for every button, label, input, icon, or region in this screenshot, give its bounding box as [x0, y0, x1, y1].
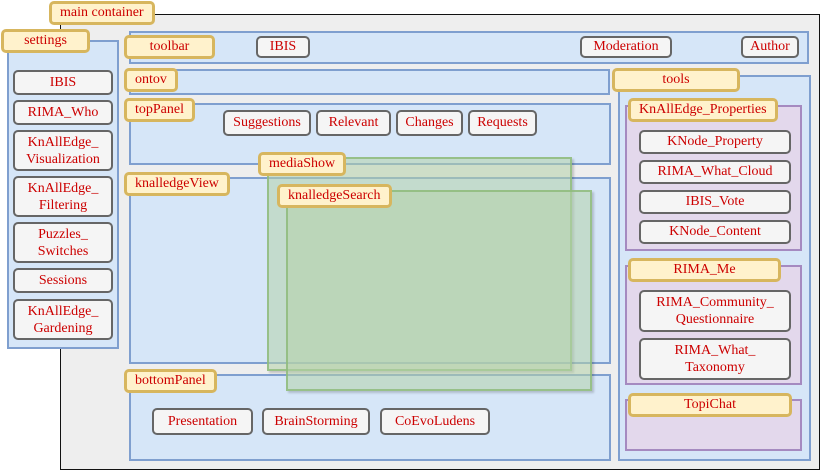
settings-button-knalledge-filtering[interactable]: KnAllEdge_ Filtering	[13, 176, 113, 217]
tools-button-rima-what-cloud[interactable]: RIMA_What_Cloud	[639, 160, 791, 184]
toolbar-button-ibis[interactable]: IBIS	[256, 36, 310, 58]
toolbar-button-author[interactable]: Author	[741, 36, 799, 58]
bottom-panel-label: bottomPanel	[124, 369, 217, 393]
bottom-panel-button-presentation[interactable]: Presentation	[152, 408, 253, 435]
settings-button-puzzles-switches[interactable]: Puzzles_ Switches	[13, 222, 113, 263]
settings-button-ibis[interactable]: IBIS	[13, 70, 113, 95]
top-panel-button-requests[interactable]: Requests	[468, 110, 537, 136]
main-container-label: main container	[49, 1, 155, 25]
settings-button-knalledge-gardening[interactable]: KnAllEdge_ Gardening	[13, 299, 113, 340]
toolbar-panel	[129, 31, 809, 64]
bottom-panel-button-brainstorming[interactable]: BrainStorming	[262, 408, 370, 435]
tools-button-knode-property[interactable]: KNode_Property	[639, 130, 791, 154]
ontov-label: ontov	[124, 68, 178, 92]
top-panel-button-changes[interactable]: Changes	[396, 110, 463, 136]
top-panel-button-relevant[interactable]: Relevant	[316, 110, 391, 136]
media-show-label: mediaShow	[258, 152, 347, 176]
top-panel-button-suggestions[interactable]: Suggestions	[223, 110, 311, 136]
tools-button-knode-content[interactable]: KNode_Content	[639, 220, 791, 244]
tools-button-rima-community-questionnaire[interactable]: RIMA_Community_ Questionnaire	[639, 290, 791, 332]
bottom-panel-button-coevoludens[interactable]: CoEvoLudens	[380, 408, 490, 435]
settings-button-knalledge-visualization[interactable]: KnAllEdge_ Visualization	[13, 130, 113, 171]
knalledge-search-overlay	[286, 190, 592, 391]
knalledge-search-label: knalledgeSearch	[277, 184, 392, 208]
toolbar-label: toolbar	[124, 35, 215, 59]
toolbar-button-moderation[interactable]: Moderation	[580, 36, 672, 58]
tools-button-rima-what-taxonomy[interactable]: RIMA_What_ Taxonomy	[639, 338, 791, 380]
tools-button-ibis-vote[interactable]: IBIS_Vote	[639, 190, 791, 214]
tools-label: tools	[612, 68, 740, 92]
ontov-panel	[129, 69, 610, 95]
topichat-label: TopiChat	[628, 393, 792, 417]
settings-button-sessions[interactable]: Sessions	[13, 268, 113, 293]
top-panel-label: topPanel	[124, 98, 195, 122]
settings-button-rima-who[interactable]: RIMA_Who	[13, 100, 113, 125]
knalledge-view-label: knalledgeView	[124, 172, 230, 196]
settings-label: settings	[1, 29, 90, 53]
rima-me-label: RIMA_Me	[628, 258, 781, 282]
knalledge-properties-label: KnAllEdge_Properties	[628, 98, 778, 122]
